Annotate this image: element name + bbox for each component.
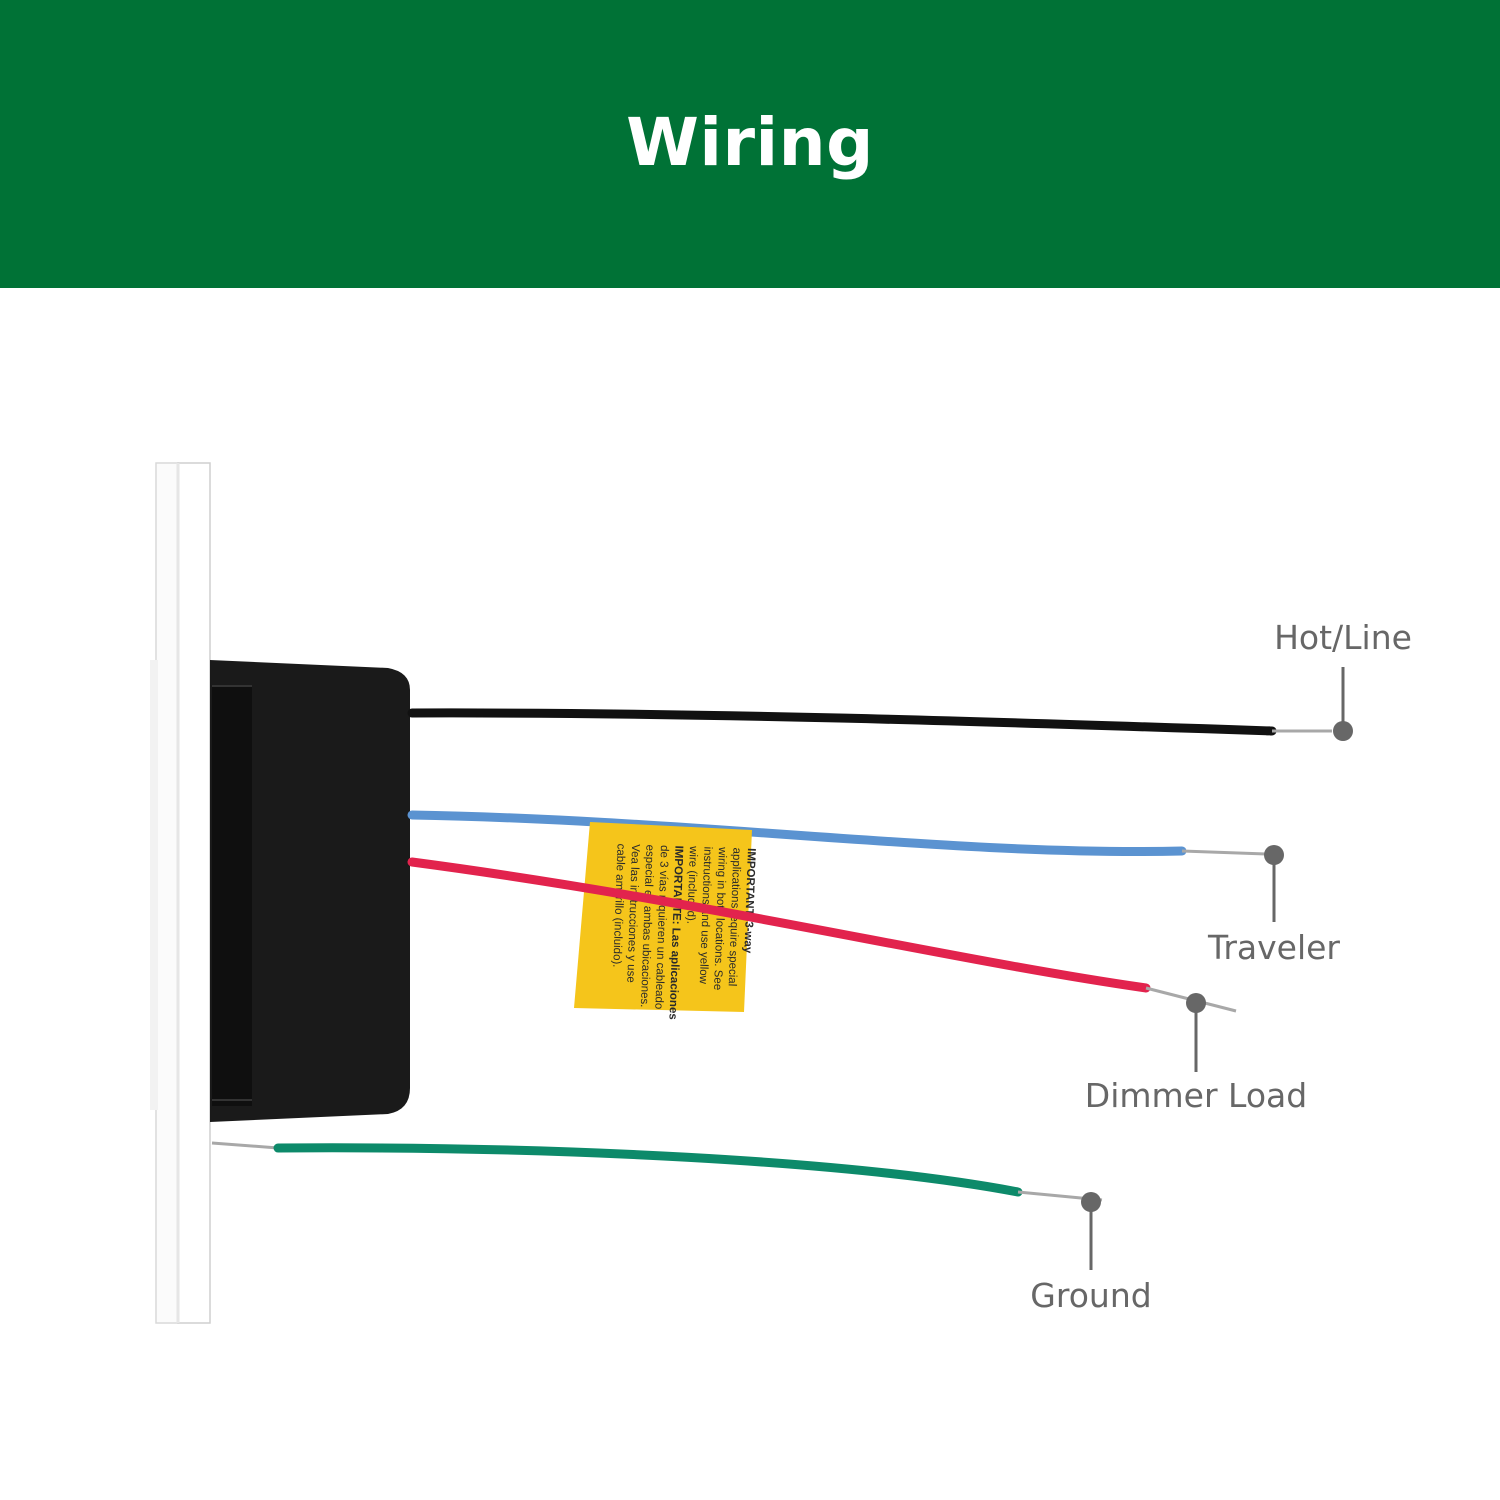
- warning-tag-line: IMPORTANT: 3-way: [741, 848, 757, 954]
- wire-hot-line: [407, 708, 1332, 736]
- dimmer-housing: [210, 660, 410, 1122]
- warning-tag-line: cable amarillo (incluido).: [610, 843, 626, 967]
- warning-tag-line: de 3 vías requieren un cableado: [652, 845, 670, 1010]
- label-hot-line: Hot/Line: [1274, 618, 1412, 657]
- wire-ground: [211, 1141, 1103, 1202]
- warning-tag-line: instructions and use yellow: [697, 846, 714, 984]
- label-dimmer-load: Dimmer Load: [1084, 1076, 1308, 1115]
- label-traveler: Traveler: [1208, 928, 1340, 967]
- page-title: Wiring: [626, 103, 874, 181]
- callout-ground: [1081, 1192, 1101, 1270]
- callout-hot-line: [1333, 667, 1353, 741]
- header-banner: Wiring: [0, 0, 1500, 288]
- warning-tag-line: Vea las instrucciones y use: [624, 844, 641, 983]
- callout-markers: [1081, 667, 1353, 1270]
- warning-tag-line: wiring in both locations. See: [711, 846, 728, 991]
- callout-traveler: [1264, 845, 1284, 922]
- callout-dimmer-load: [1186, 993, 1206, 1072]
- label-ground: Ground: [1030, 1276, 1152, 1315]
- wall-plate: [150, 462, 211, 1324]
- wire-traveler: [407, 810, 1267, 856]
- wire-dimmer-load: [407, 857, 1237, 1013]
- warning-tag-line: especial en ambas ubicaciones.: [638, 844, 656, 1007]
